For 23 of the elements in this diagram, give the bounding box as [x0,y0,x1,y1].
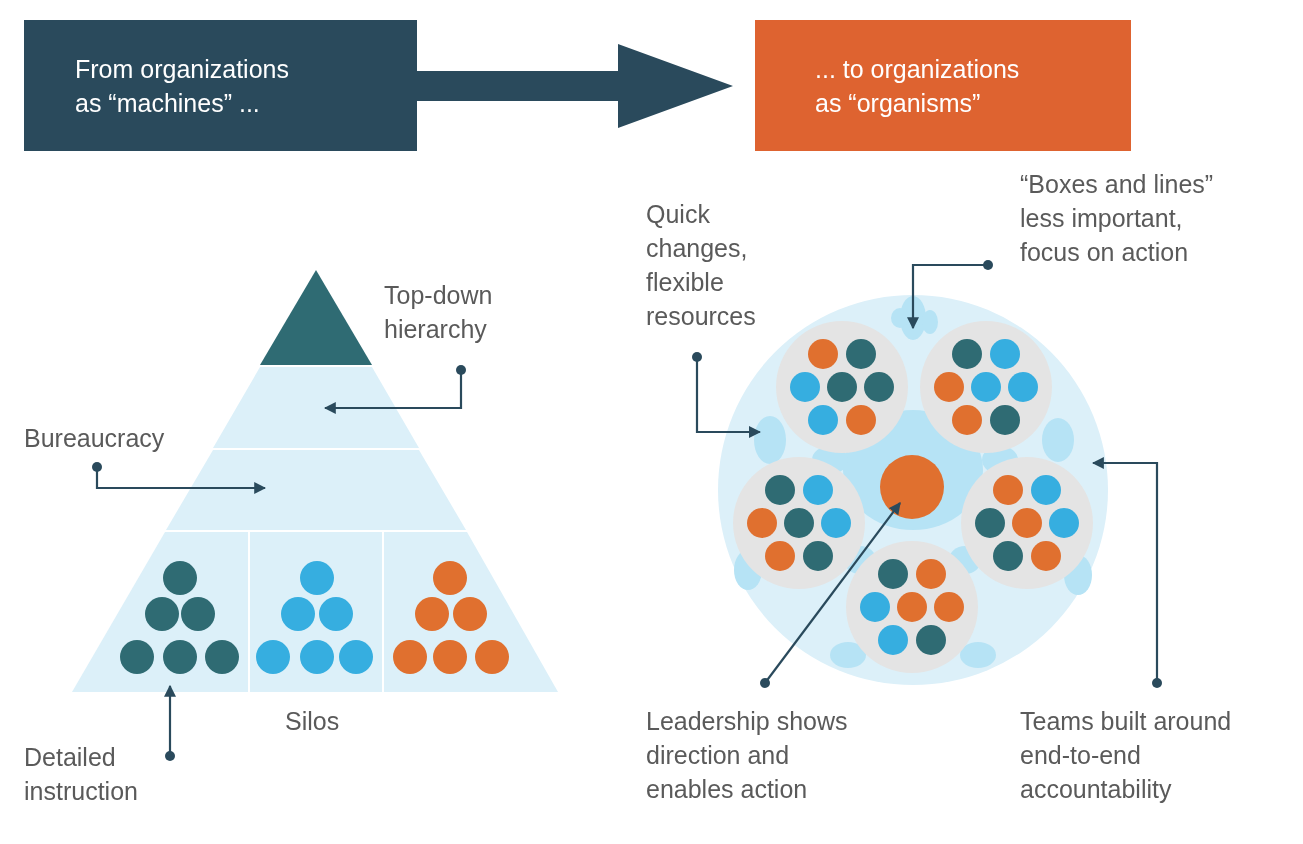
leader-line [323,365,466,414]
arrow [417,44,733,128]
callout-text: Top-down hierarchy [384,278,564,346]
callout-text: Leadership shows direction and enables action [646,704,864,806]
pyramid-band [166,450,466,530]
box-title: ... to organizations as “organisms” [815,54,1021,119]
callout-text: Bureaucracy [24,421,214,455]
leader-line [92,462,267,494]
title-box [755,20,1131,151]
leader-line [1091,457,1162,688]
leader-line [907,260,993,330]
callout-text: “Boxes and lines” less important, focus on action [1020,167,1225,269]
box-title: From organizations as “machines” ... [75,54,290,119]
callout-text: Detailed instruction [24,740,194,808]
callout-text: Teams built around end-to-end accountability [1020,704,1232,806]
callout-text: Quick changes, flexible resources [646,197,796,333]
leader-line [164,684,176,761]
title-box [24,20,417,151]
leader-line [760,502,901,688]
silos-label: Silos [285,706,340,737]
leader-line [692,352,761,438]
pyramid-apex [260,270,372,365]
pyramid-band [213,367,419,448]
